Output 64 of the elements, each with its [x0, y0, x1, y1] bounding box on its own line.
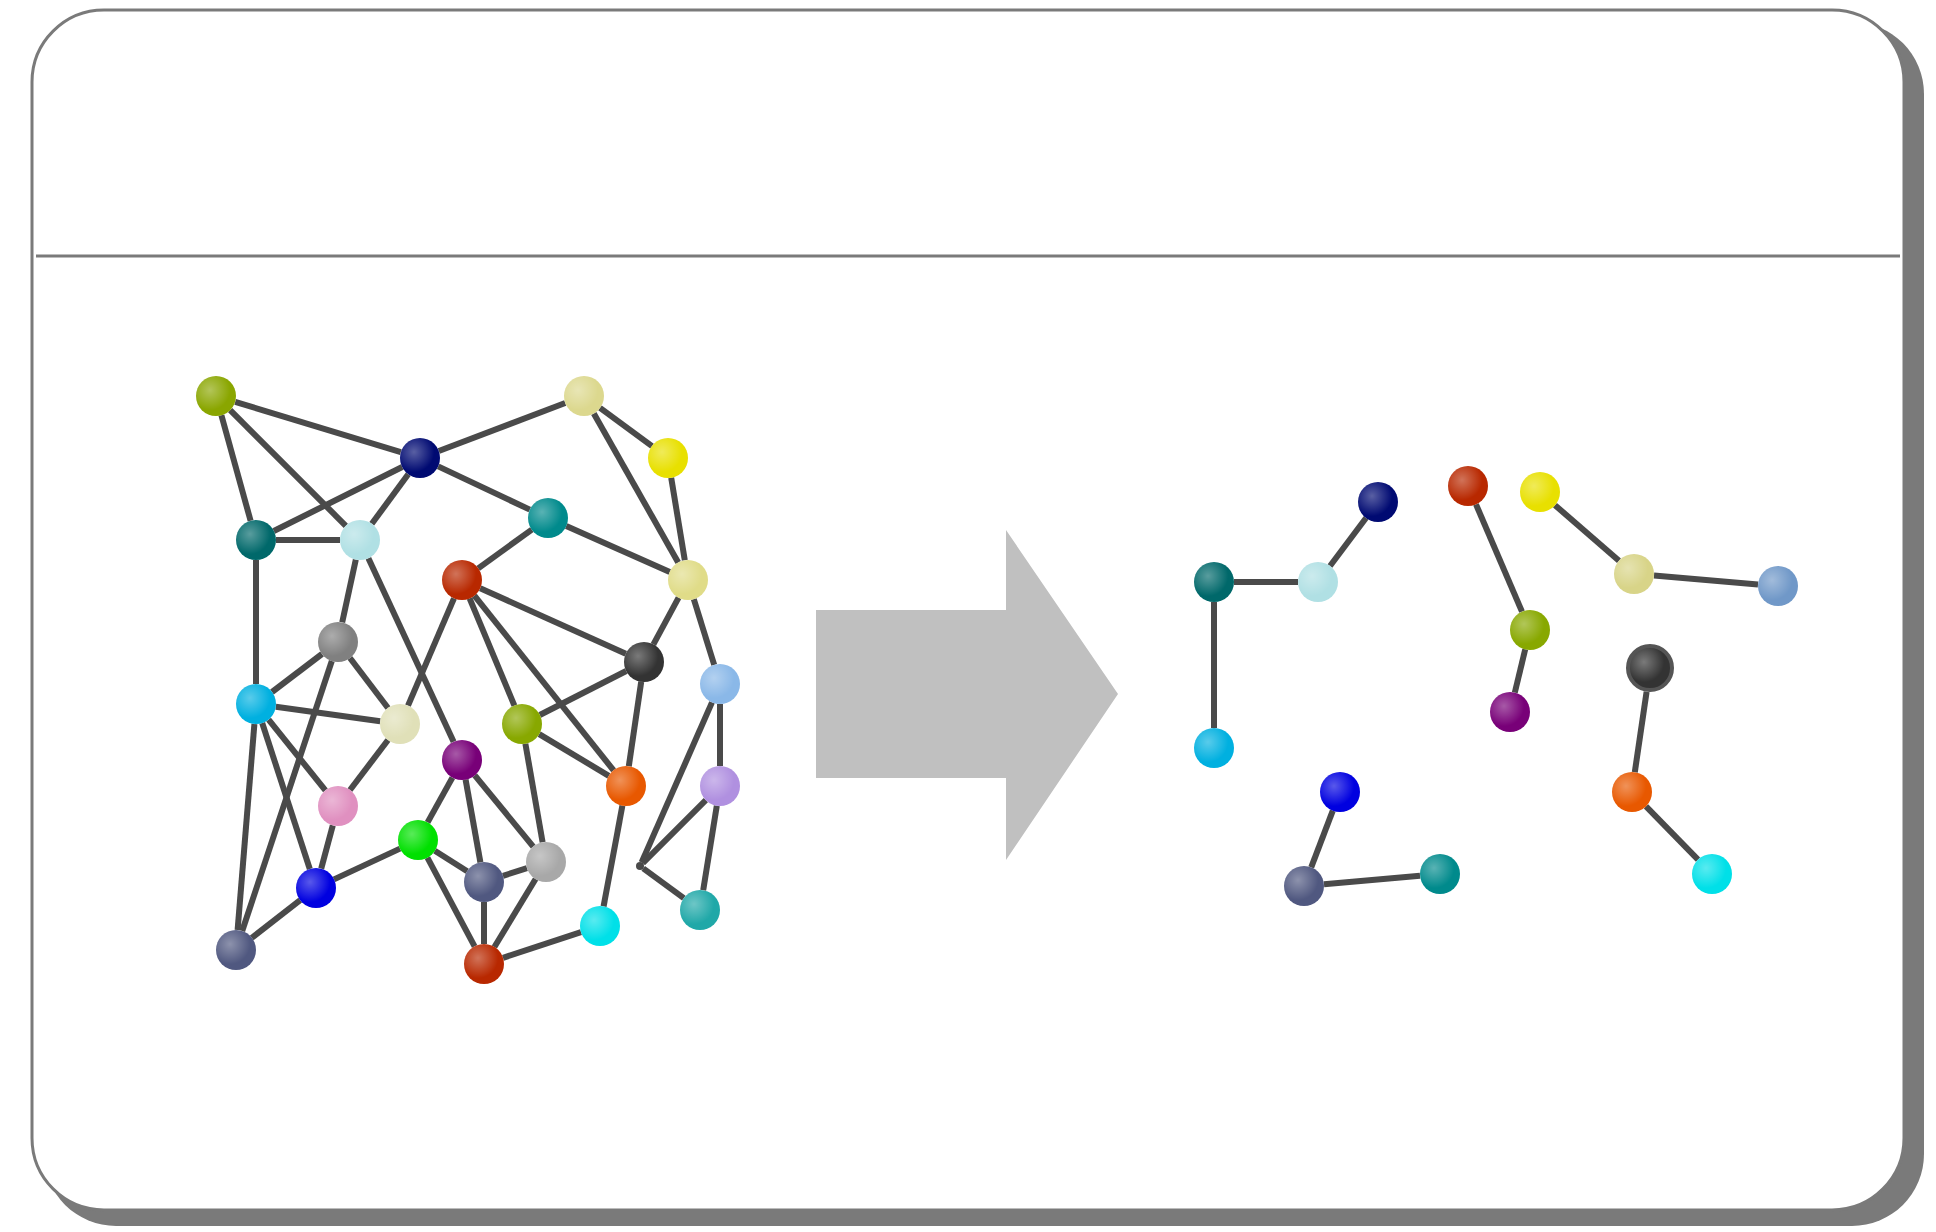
connector-line: [234, 723, 258, 931]
connector-line: [424, 776, 456, 824]
connector-line: [565, 523, 671, 575]
connector-line: [472, 593, 616, 773]
connector-line: [339, 558, 359, 624]
connector-line: [537, 731, 611, 779]
connector-line: [437, 400, 567, 454]
junction-point: [636, 862, 644, 870]
connector-line: [365, 556, 457, 744]
connector-line: [405, 597, 457, 707]
connector-line: [1323, 872, 1421, 888]
connector-line: [538, 668, 628, 718]
connector-line: [502, 865, 528, 879]
connector-line: [266, 717, 328, 793]
connector-line: [253, 560, 259, 684]
connector-line: [476, 527, 534, 571]
connector-line: [347, 656, 391, 710]
connector-line: [1643, 804, 1701, 862]
connector-line: [424, 856, 478, 948]
connector-line: [638, 701, 715, 864]
connector-line: [259, 722, 313, 870]
connector-line: [502, 929, 582, 961]
connector-line: [228, 408, 348, 528]
connector-line: [318, 824, 336, 870]
connector-line: [598, 405, 654, 449]
connector-line: [478, 585, 628, 657]
connector-line: [466, 597, 518, 707]
connector-line: [1327, 516, 1369, 568]
connector-line: [275, 703, 381, 725]
connector-line: [1553, 502, 1621, 564]
connector-line: [650, 596, 682, 646]
connector-line: [690, 598, 718, 666]
connector-line: [1653, 572, 1759, 588]
connector-line: [1308, 809, 1336, 869]
connector-line: [641, 865, 686, 901]
connector-line: [481, 902, 487, 944]
connector-line: [218, 414, 254, 522]
connector-line: [436, 463, 532, 513]
connector-line: [600, 805, 626, 907]
connector-line: [234, 398, 402, 456]
connector-line: [640, 798, 708, 866]
connector-line: [433, 848, 469, 874]
connector-line: [369, 472, 411, 526]
connector-line: [717, 704, 723, 766]
connector-line: [491, 877, 539, 949]
connector-line: [1211, 602, 1217, 728]
connector-line: [239, 660, 335, 932]
connector-line: [249, 897, 303, 941]
connector-line: [1234, 579, 1298, 585]
connector-line: [276, 537, 340, 543]
connector-line: [347, 738, 391, 792]
connector-line: [625, 681, 645, 767]
connector-line: [700, 805, 720, 891]
connector-line: [1473, 503, 1525, 613]
connector-line: [591, 411, 681, 565]
connector-line: [472, 773, 536, 849]
connector-line: [1631, 691, 1650, 773]
connector-line: [272, 464, 404, 534]
connector-line: [462, 779, 484, 863]
connector-line: [270, 651, 324, 695]
connector-line: [522, 743, 546, 843]
connector-line: [668, 477, 688, 561]
connector-line: [1511, 648, 1529, 694]
connector-line: [332, 845, 402, 883]
